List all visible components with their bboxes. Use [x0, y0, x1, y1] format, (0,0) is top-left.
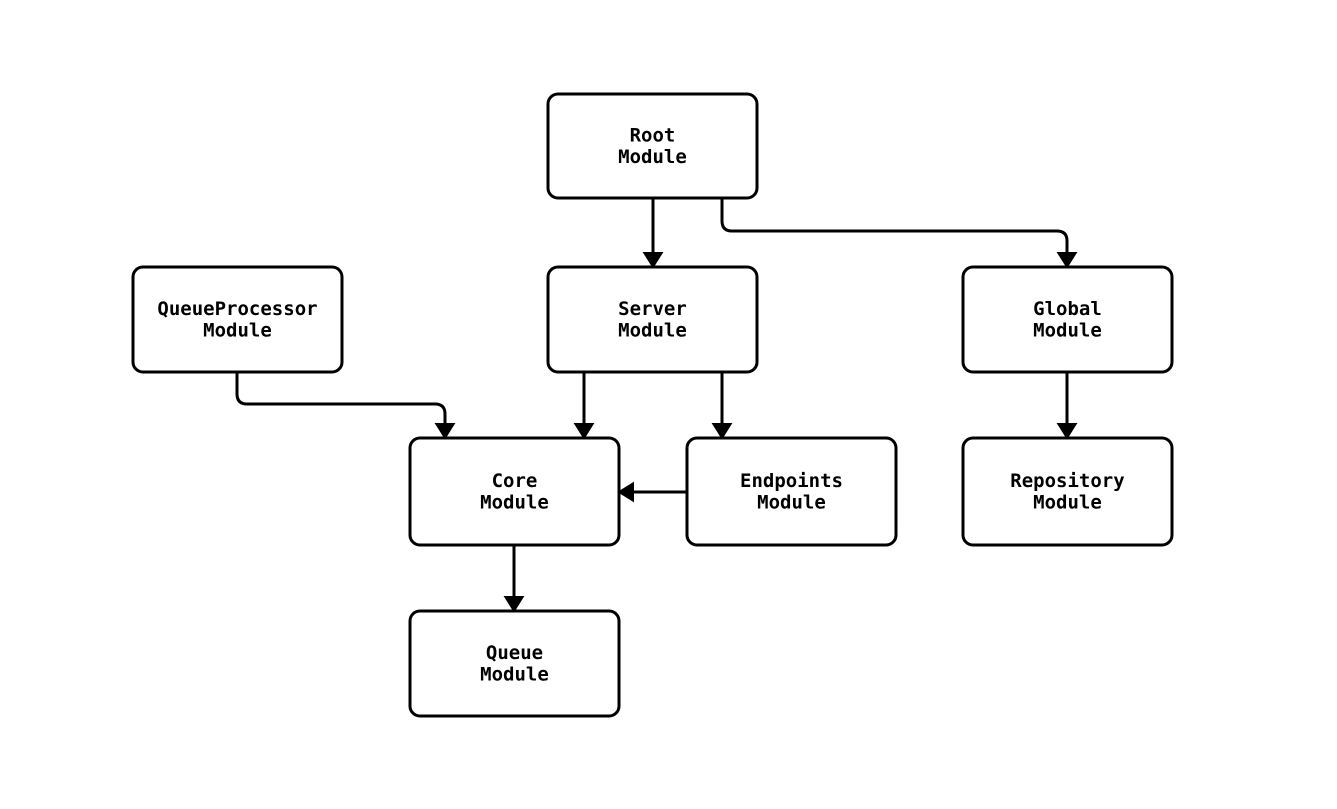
edge-root-to-global [720, 198, 1078, 269]
edge-queueprocessor-to-core [235, 372, 456, 440]
